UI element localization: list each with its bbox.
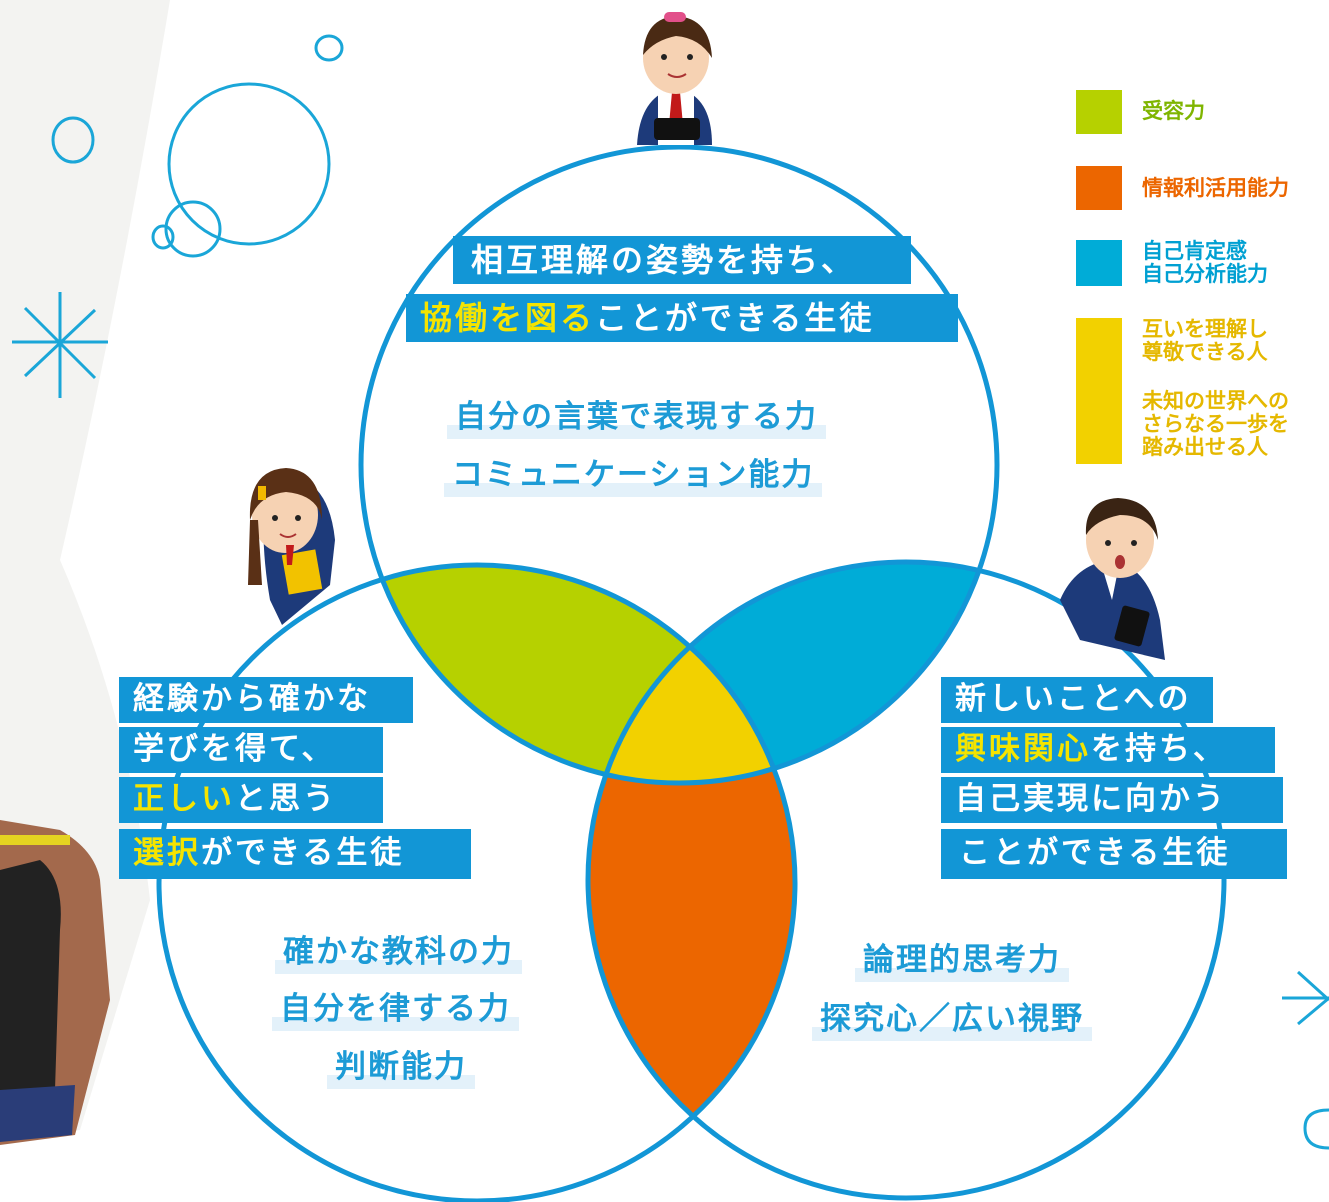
legend-swatch-orange	[1076, 166, 1122, 210]
right-message-line4-text: ことができる生徒	[959, 835, 1231, 871]
top-message-line2: 協働を図ることができる生徒	[406, 294, 958, 342]
left-message-line2-text: 学びを得て、	[133, 731, 336, 767]
student-illustration-right	[1060, 498, 1165, 660]
legend-label-cyan-line2: 自己分析能力	[1142, 262, 1268, 286]
top-message-line1-text: 相互理解の姿勢を持ち、	[471, 241, 857, 279]
right-message-line3-text: 自己実現に向かう	[955, 781, 1227, 817]
right-message-line1-text: 新しいことへの	[955, 681, 1192, 717]
legend-label-yellow-line5: 踏み出せる人	[1142, 435, 1268, 459]
background-photo	[0, 0, 170, 1145]
star-doodle-left	[12, 292, 108, 398]
right-skill-2-text: 探究心／広い視野	[812, 1001, 1092, 1041]
legend-swatch-green	[1076, 90, 1122, 134]
legend-label-yellow-line4: さらなる一歩を	[1142, 412, 1289, 436]
left-message-line1: 経験から確かな	[119, 677, 413, 723]
legend-swatch-cyan	[1076, 240, 1122, 286]
circle-top	[358, 144, 1000, 786]
right-message-line2-rest: を持ち、	[1091, 731, 1227, 767]
left-skill-2: 自分を律する力	[272, 991, 519, 1031]
legend-label-yellow-line2: 尊敬できる人	[1142, 340, 1268, 364]
circle-left	[156, 562, 798, 1202]
legend-swatch-yellow	[1076, 318, 1122, 464]
left-skill-1-text: 確かな教科の力	[275, 934, 522, 974]
left-message-line4-rest: ができる生徒	[201, 835, 405, 871]
legend-label-yellow-1: 互いを理解し 尊敬できる人	[1142, 318, 1268, 364]
legend-label-yellow-line3: 未知の世界への	[1142, 389, 1289, 413]
left-skill-2-text: 自分を律する力	[272, 991, 519, 1031]
student-illustration-left	[248, 468, 335, 625]
doodle-decorations	[12, 34, 1329, 1150]
right-message-line4: ことができる生徒	[941, 829, 1287, 879]
left-message-highlight-2: 選択	[133, 835, 201, 871]
top-message-line2-rest: ことができる生徒	[595, 299, 875, 337]
left-skill-1: 確かな教科の力	[275, 934, 522, 974]
legend-label-green: 受容力	[1142, 99, 1205, 123]
left-skill-3-text: 判断能力	[327, 1049, 475, 1089]
right-message-line1: 新しいことへの	[941, 677, 1213, 723]
left-message-line3-rest: と思う	[235, 781, 337, 817]
left-message-highlight-1: 正しい	[133, 781, 235, 817]
left-message-line3: 正しいと思う	[119, 777, 383, 823]
right-message-line3: 自己実現に向かう	[941, 777, 1283, 823]
legend-label-yellow-line1: 互いを理解し	[1142, 317, 1268, 341]
right-message-highlight: 興味関心	[955, 731, 1091, 767]
top-skill-2: コミュニケーション能力	[443, 457, 823, 497]
legend-label-cyan-line1: 自己肯定感	[1142, 239, 1247, 263]
legend-label-yellow-2: 未知の世界への さらなる一歩を 踏み出せる人	[1142, 390, 1289, 459]
right-message-line2: 興味関心を持ち、	[941, 727, 1275, 773]
left-message-line2: 学びを得て、	[119, 727, 383, 773]
right-skill-1-text: 論理的思考力	[855, 942, 1069, 982]
right-skill-1: 論理的思考力	[855, 942, 1069, 982]
top-skill-1: 自分の言葉で表現する力	[447, 399, 826, 439]
left-message-line4: 選択ができる生徒	[119, 829, 471, 879]
top-message-line1: 相互理解の姿勢を持ち、	[453, 236, 911, 284]
circle-right	[585, 559, 1227, 1201]
star-doodle-right	[1282, 970, 1329, 1026]
legend-label-cyan: 自己肯定感 自己分析能力	[1142, 240, 1268, 286]
lens-center	[588, 565, 795, 783]
top-skill-2-text: コミュニケーション能力	[443, 457, 823, 497]
left-skill-3: 判断能力	[327, 1049, 475, 1089]
legend-label-orange: 情報利活用能力	[1142, 176, 1289, 200]
top-skill-1-text: 自分の言葉で表現する力	[447, 399, 826, 439]
student-illustration-top	[637, 12, 712, 145]
top-message-highlight: 協働を図る	[420, 299, 596, 337]
left-message-line1-text: 経験から確かな	[133, 681, 371, 717]
right-skill-2: 探究心／広い視野	[812, 1001, 1092, 1041]
